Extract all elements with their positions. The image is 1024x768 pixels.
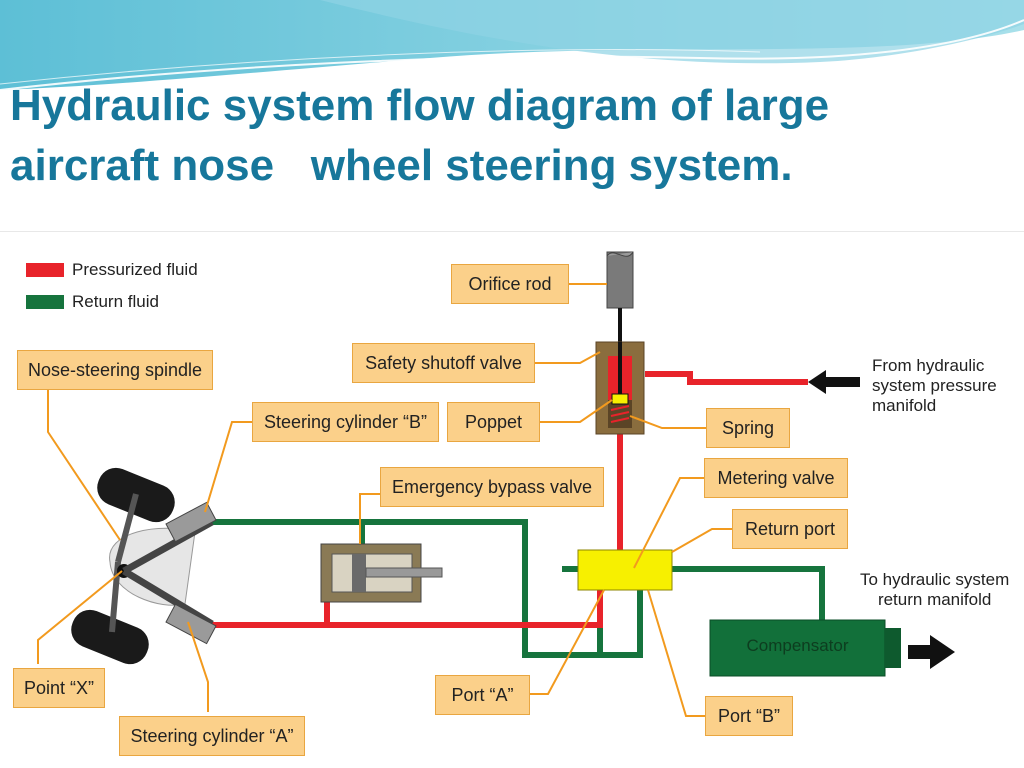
leader-point-x [37, 570, 123, 664]
legend-pressurized: Pressurized fluid [26, 260, 198, 280]
note-to-return-manifold: To hydraulic system return manifold [860, 570, 1009, 610]
legend-return-label: Return fluid [72, 292, 159, 311]
compensator-label: Compensator [746, 636, 849, 655]
return-swatch [26, 295, 64, 309]
compensator-shape [709, 619, 901, 677]
label-spring: Spring [706, 408, 790, 448]
header-banner [0, 0, 1024, 90]
diagram-drawing [37, 251, 955, 717]
label-orifice-rod: Orifice rod [451, 264, 569, 304]
leader-poppet [540, 399, 613, 423]
note-to-line-1: To hydraulic system [860, 570, 1010, 589]
leader-bypass [359, 493, 380, 544]
inflow-arrow [808, 370, 860, 394]
leader-cylinder-a [187, 621, 209, 712]
label-point-x: Point “X” [13, 668, 105, 708]
note-to-line-2: return manifold [877, 590, 992, 609]
note-from-line-3: manifold [872, 396, 937, 415]
legend-pressurized-label: Pressurized fluid [72, 260, 198, 279]
metering-valve-body [577, 549, 673, 591]
title-line-2: aircraft nose wheel steering system. [10, 141, 793, 190]
leader-metering [633, 477, 704, 569]
legend-return: Return fluid [26, 292, 159, 312]
nose-wheel-assembly [71, 467, 217, 665]
pressure-line-supply [645, 371, 808, 385]
leader-safety-shutoff [535, 351, 601, 364]
steering-diagram: Pressurized fluid Return fluid Orifice r… [0, 232, 1024, 768]
leader-port-a [530, 589, 605, 695]
label-steering-cylinder-b: Steering cylinder “B” [252, 402, 439, 442]
label-port-a: Port “A” [435, 675, 530, 715]
emergency-bypass-valve-body [320, 543, 443, 603]
title-divider [0, 231, 1024, 232]
label-return-port: Return port [732, 509, 848, 549]
return-line-cylinder-b [212, 519, 603, 658]
outflow-arrow [908, 635, 955, 669]
label-poppet: Poppet [447, 402, 540, 442]
pressure-line-cylinder-a [212, 590, 603, 628]
label-metering-valve: Metering valve [704, 458, 848, 498]
note-from-manifold: From hydraulic system pressure manifold [872, 356, 997, 416]
label-safety-shutoff-valve: Safety shutoff valve [352, 343, 535, 383]
label-port-b: Port “B” [705, 696, 793, 736]
safety-shutoff-valve-body [595, 341, 645, 435]
leader-port-b [647, 589, 705, 717]
leader-nose-spindle [47, 387, 121, 541]
leader-cylinder-b [204, 421, 252, 513]
note-from-line-2: system pressure [872, 376, 997, 395]
note-from-line-1: From hydraulic [872, 356, 985, 375]
label-steering-cylinder-a: Steering cylinder “A” [119, 716, 305, 756]
leader-return-port [671, 528, 732, 553]
slide-title: Hydraulic system flow diagram of large a… [10, 76, 1010, 196]
label-emergency-bypass-valve: Emergency bypass valve [380, 467, 604, 507]
pressurized-swatch [26, 263, 64, 277]
label-nose-steering-spindle: Nose-steering spindle [17, 350, 213, 390]
title-line-1: Hydraulic system flow diagram of large [10, 81, 830, 130]
leader-spring [629, 415, 706, 429]
